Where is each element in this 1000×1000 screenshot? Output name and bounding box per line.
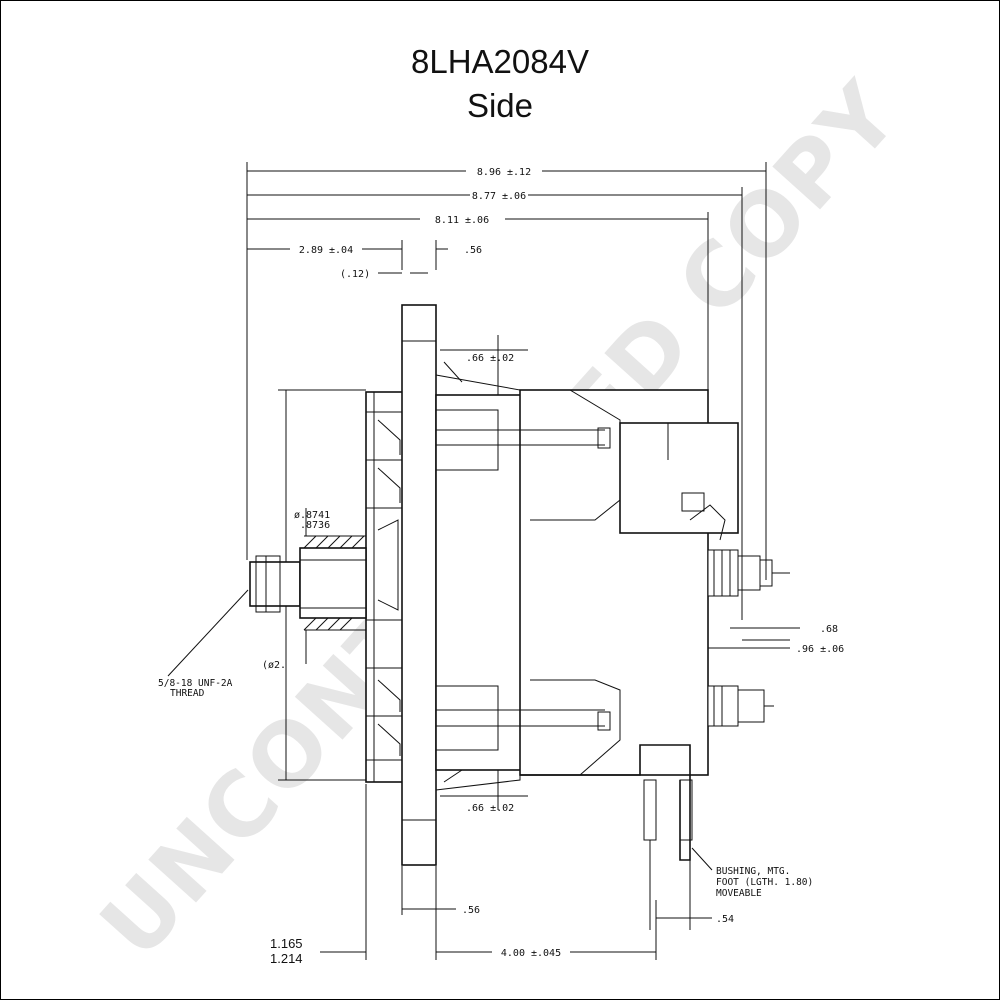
front-flange	[401, 304, 521, 866]
dim-bore-dia-2: .8736	[300, 520, 330, 531]
mounting-foot	[520, 744, 693, 930]
dim-length-2: 8.77 ±.06	[472, 191, 526, 202]
terminal-stud-upper	[707, 549, 790, 597]
dim-mount-bottom: .66 ±.02	[466, 803, 514, 814]
shaft: ø.8741 .8736 (ø2. 5/8-18 UNF-2A THREAD	[158, 508, 367, 699]
shaft-thread-label: 5/8-18 UNF-2A	[158, 678, 233, 689]
drawing-subtitle: Side	[466, 87, 534, 124]
shaft-thread-label-2: THREAD	[170, 688, 205, 699]
dim-pulley-dia: (ø2.	[262, 660, 286, 671]
dim-mount-top: .66 ±.02	[466, 353, 514, 364]
dim-length-3: 8.11 ±.06	[435, 215, 489, 226]
dim-terminal-1: .68	[820, 624, 838, 635]
title-block: 8LHA2084V Side	[0, 40, 1000, 128]
dim-overall-length: 8.96 ±.12	[477, 167, 531, 178]
dim-terminal-2: .96 ±.06	[796, 644, 844, 655]
bushing-label-1: BUSHING, MTG.	[716, 866, 790, 877]
bushing-note: BUSHING, MTG. FOOT (LGTH. 1.80) MOVEABLE	[691, 847, 813, 899]
bottom-dimensions: .56 .54 4.00 ±.045 1.165 1.214	[270, 784, 734, 966]
dim-foot-span: 4.00 ±.045	[501, 948, 561, 959]
dim-flange-top: .56	[464, 245, 482, 256]
drawing-title: 8LHA2084V	[411, 43, 589, 80]
housing	[435, 389, 739, 776]
right-dimensions: .68 .96 ±.06	[708, 624, 844, 655]
bushing-label-2: FOOT (LGTH. 1.80)	[716, 877, 813, 888]
dim-foot-width: .54	[716, 914, 734, 925]
dim-gap: (.12)	[340, 269, 370, 280]
dim-hub-1: 1.165	[270, 936, 303, 951]
dim-bore-dia-1: ø.8741	[294, 510, 330, 521]
dim-front-offset: 2.89 ±.04	[299, 245, 353, 256]
mount-dimensions: .66 ±.02 .66 ±.02	[440, 335, 528, 814]
dim-flange-bottom: .56	[462, 905, 480, 916]
top-dimensions: 8.96 ±.12 8.77 ±.06 8.11 ±.06 2.89 ±.04 …	[246, 162, 767, 640]
terminal-stud-lower	[707, 685, 774, 727]
dim-hub-2: 1.214	[270, 951, 303, 966]
bushing-label-3: MOVEABLE	[716, 888, 762, 899]
